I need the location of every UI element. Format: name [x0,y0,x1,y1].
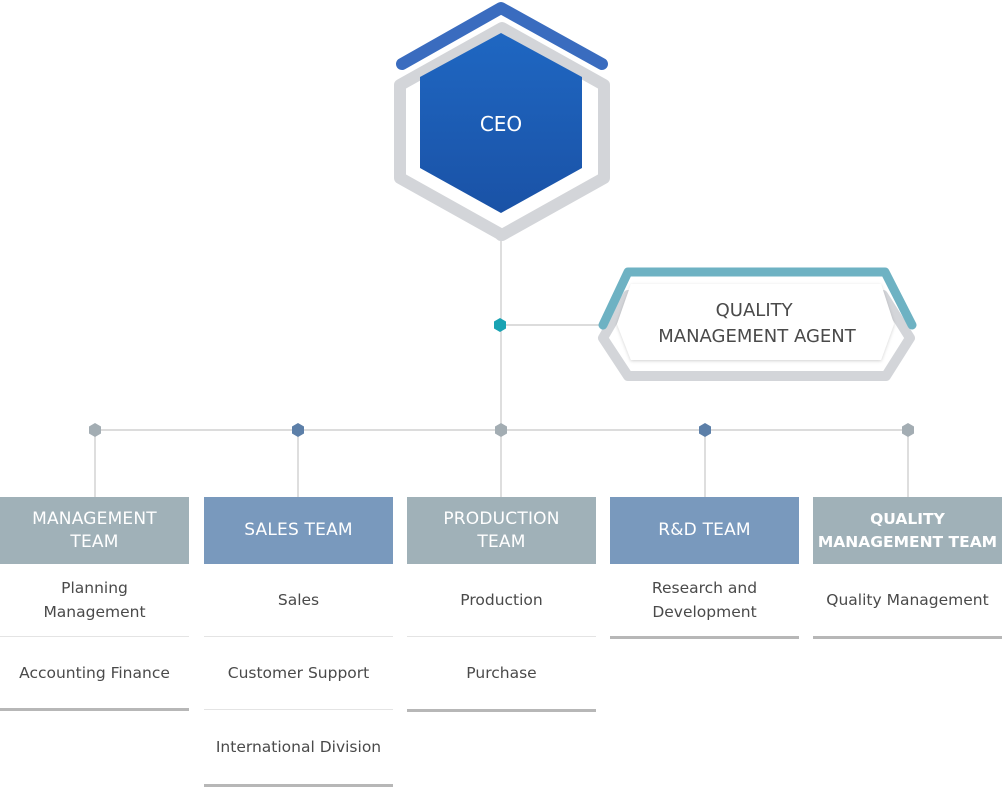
ceo-node: CEO [394,2,610,241]
rnd-team-node [699,423,711,437]
ceo-label: CEO [480,112,522,136]
management-team-header: MANAGEMENT TEAM [0,497,189,564]
team-subunit-item: Customer Support [204,637,393,710]
team-subunit-item: Quality Management [813,564,1002,639]
agent-label-line-2: MANAGEMENT AGENT [658,326,856,347]
team-subunit-item: Purchase [407,637,596,712]
rnd-team-header: R&D TEAM [610,497,799,564]
junction-nodes [89,229,914,437]
ceo-blue-frame [396,2,608,70]
ceo-hexagon [420,33,582,213]
management-team-node [89,423,101,437]
quality-management-team-header: QUALITY MANAGEMENT TEAM [813,497,1002,564]
team-subunit-item: International Division [204,710,393,787]
agent-junction-node [494,318,506,332]
production-team-header: PRODUCTION TEAM [407,497,596,564]
agent-label-line-1: QUALITY [716,300,794,321]
quality-agent-node: QUALITY MANAGEMENT AGENT [598,267,917,381]
team-subunit-item: Accounting Finance [0,637,189,711]
quality-team-node [902,423,914,437]
production-team-node [495,423,507,437]
agent-label: QUALITY MANAGEMENT AGENT [658,300,856,347]
team-subunit-item: Sales [204,564,393,637]
agent-inner-panel [617,284,894,360]
sales-team-node [292,423,304,437]
ceo-bottom-node [495,229,507,241]
sales-team-header: SALES TEAM [204,497,393,564]
team-subunit-item: Planning Management [0,564,189,637]
agent-teal-frame [598,267,917,330]
team-subunit-item: Production [407,564,596,637]
team-subunit-item: Research and Development [610,564,799,639]
